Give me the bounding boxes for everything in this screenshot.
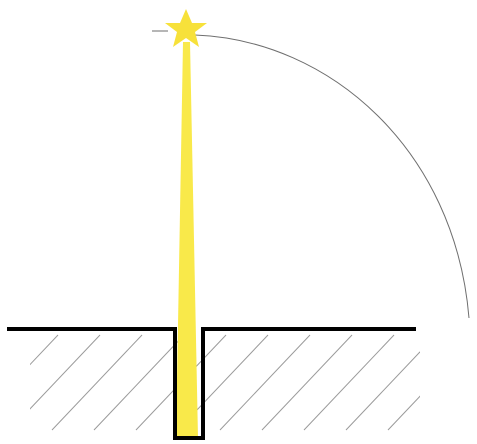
- hatch-line: [262, 335, 352, 430]
- hatch-line: [94, 335, 184, 430]
- hatch-line: [10, 335, 100, 430]
- sky-arc: [195, 35, 469, 318]
- light-beam: [176, 42, 198, 438]
- hatch-line: [472, 335, 477, 430]
- hatch-line: [220, 335, 310, 430]
- hatch-line: [52, 335, 142, 430]
- star-icon: [165, 9, 207, 47]
- hatch-line: [0, 335, 16, 430]
- ground-hatching: [0, 335, 477, 430]
- hatch-line: [388, 335, 477, 430]
- ground-line-with-well: [7, 329, 416, 438]
- hatch-line: [0, 335, 58, 430]
- hatch-line: [430, 335, 477, 430]
- hatch-line: [304, 335, 394, 430]
- hatch-line: [346, 335, 436, 430]
